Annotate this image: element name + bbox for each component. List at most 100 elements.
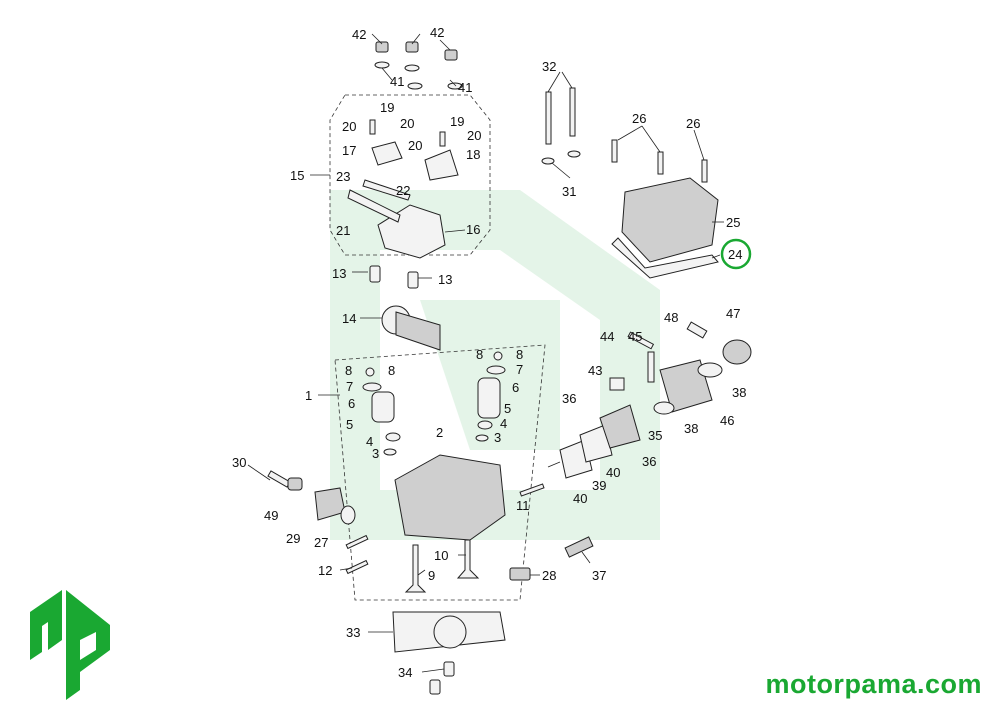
callout-4: 4 [500,416,507,431]
callout-10: 10 [434,548,448,563]
callout-41: 41 [390,74,404,89]
retainer-7a [362,382,382,392]
clamp-38a [653,401,675,415]
screw-19b [439,131,446,147]
air-duct-47 [722,339,752,365]
callout-17: 17 [342,143,356,158]
callout-4: 4 [366,434,373,449]
nut-42b [405,41,419,53]
callout-27: 27 [314,535,328,550]
dowel-34a [443,661,455,677]
mp-logo [30,590,110,700]
callout-32: 32 [542,59,556,74]
keeper-8b [493,351,503,361]
nut-42a [375,41,389,53]
bolt-32b [569,87,576,137]
callout-46: 46 [720,413,734,428]
callout-19: 19 [450,114,464,129]
washer-41a [374,61,390,69]
washer-41c [407,82,423,90]
callout-36: 36 [642,454,656,469]
valve-10 [456,539,480,579]
stud-11a [519,483,545,497]
callout-30: 30 [232,455,246,470]
callout-labels: 42 42 41 41 19 20 20 17 19 20 20 18 15 2… [232,25,752,680]
retainer-7b [486,365,506,375]
callout-2: 2 [436,425,443,440]
callout-34: 34 [398,665,412,680]
callout-20: 20 [342,119,356,134]
spacer-40b [579,424,613,463]
callout-6: 6 [348,396,355,411]
camshaft-14 [395,311,441,351]
spring-6b [477,377,501,419]
callout-42: 42 [352,27,366,42]
callout-14: 14 [342,311,356,326]
sensor-49 [287,477,303,491]
callout-29: 29 [286,531,300,546]
keeper-8a [365,367,375,377]
valve-9 [404,544,427,593]
gasket-27 [340,505,356,525]
valve-group-outline [334,344,546,601]
callout-7: 7 [516,362,523,377]
washer-41b [404,64,420,72]
callout-48: 48 [664,310,678,325]
screw-19a [369,119,376,135]
highlight-ring [720,238,752,270]
parts-art [267,41,752,695]
bolt-30a [267,470,291,488]
gasket-bore [433,615,467,649]
valve-cover-25 [621,177,719,263]
callout-26: 26 [686,116,700,131]
callout-28: 28 [542,568,556,583]
watermark-logo [330,190,660,540]
bolt-32a [545,91,552,145]
callout-9: 9 [428,568,435,583]
shaft-21 [347,189,401,223]
clamp-38b [697,362,723,378]
callout-37: 37 [592,568,606,583]
intake-manifold-35 [599,404,641,449]
bracket-43 [609,377,625,391]
cylinder-head-2 [394,454,506,541]
injector-44 [627,331,655,350]
callout-1: 1 [305,388,312,403]
washer-31a [541,157,555,165]
callout-22: 22 [396,183,410,198]
rocker-arm-17 [371,141,403,166]
site-url[interactable]: motorpama.com [765,669,982,699]
callout-39: 39 [592,478,606,493]
callout-12: 12 [318,563,332,578]
callout-13: 13 [332,266,346,281]
callout-26: 26 [632,111,646,126]
dowel-13a [369,265,381,283]
callout-42: 42 [430,25,444,40]
callout-20: 20 [400,116,414,131]
dowel-34b [429,679,441,695]
callout-5: 5 [346,417,353,432]
shaft-22 [362,179,411,201]
callout-3: 3 [372,446,379,461]
callout-21: 21 [336,223,350,238]
seat-3b [475,434,489,442]
nut-42c [444,49,458,61]
seal-4a [385,432,401,442]
callout-20: 20 [408,138,422,153]
seal-4b [477,420,493,430]
washer-41d [447,82,463,90]
callout-31: 31 [562,184,576,199]
callout-35: 35 [648,428,662,443]
rail-45 [647,351,655,383]
callout-8: 8 [516,347,523,362]
callout-40: 40 [606,465,620,480]
callout-45: 45 [628,329,642,344]
leader-lines [247,33,724,673]
callout-33: 33 [346,625,360,640]
callout-8: 8 [476,347,483,362]
callout-5: 5 [504,401,511,416]
callout-11: 11 [516,498,530,513]
callout-7: 7 [346,379,353,394]
callout-13: 13 [438,272,452,287]
